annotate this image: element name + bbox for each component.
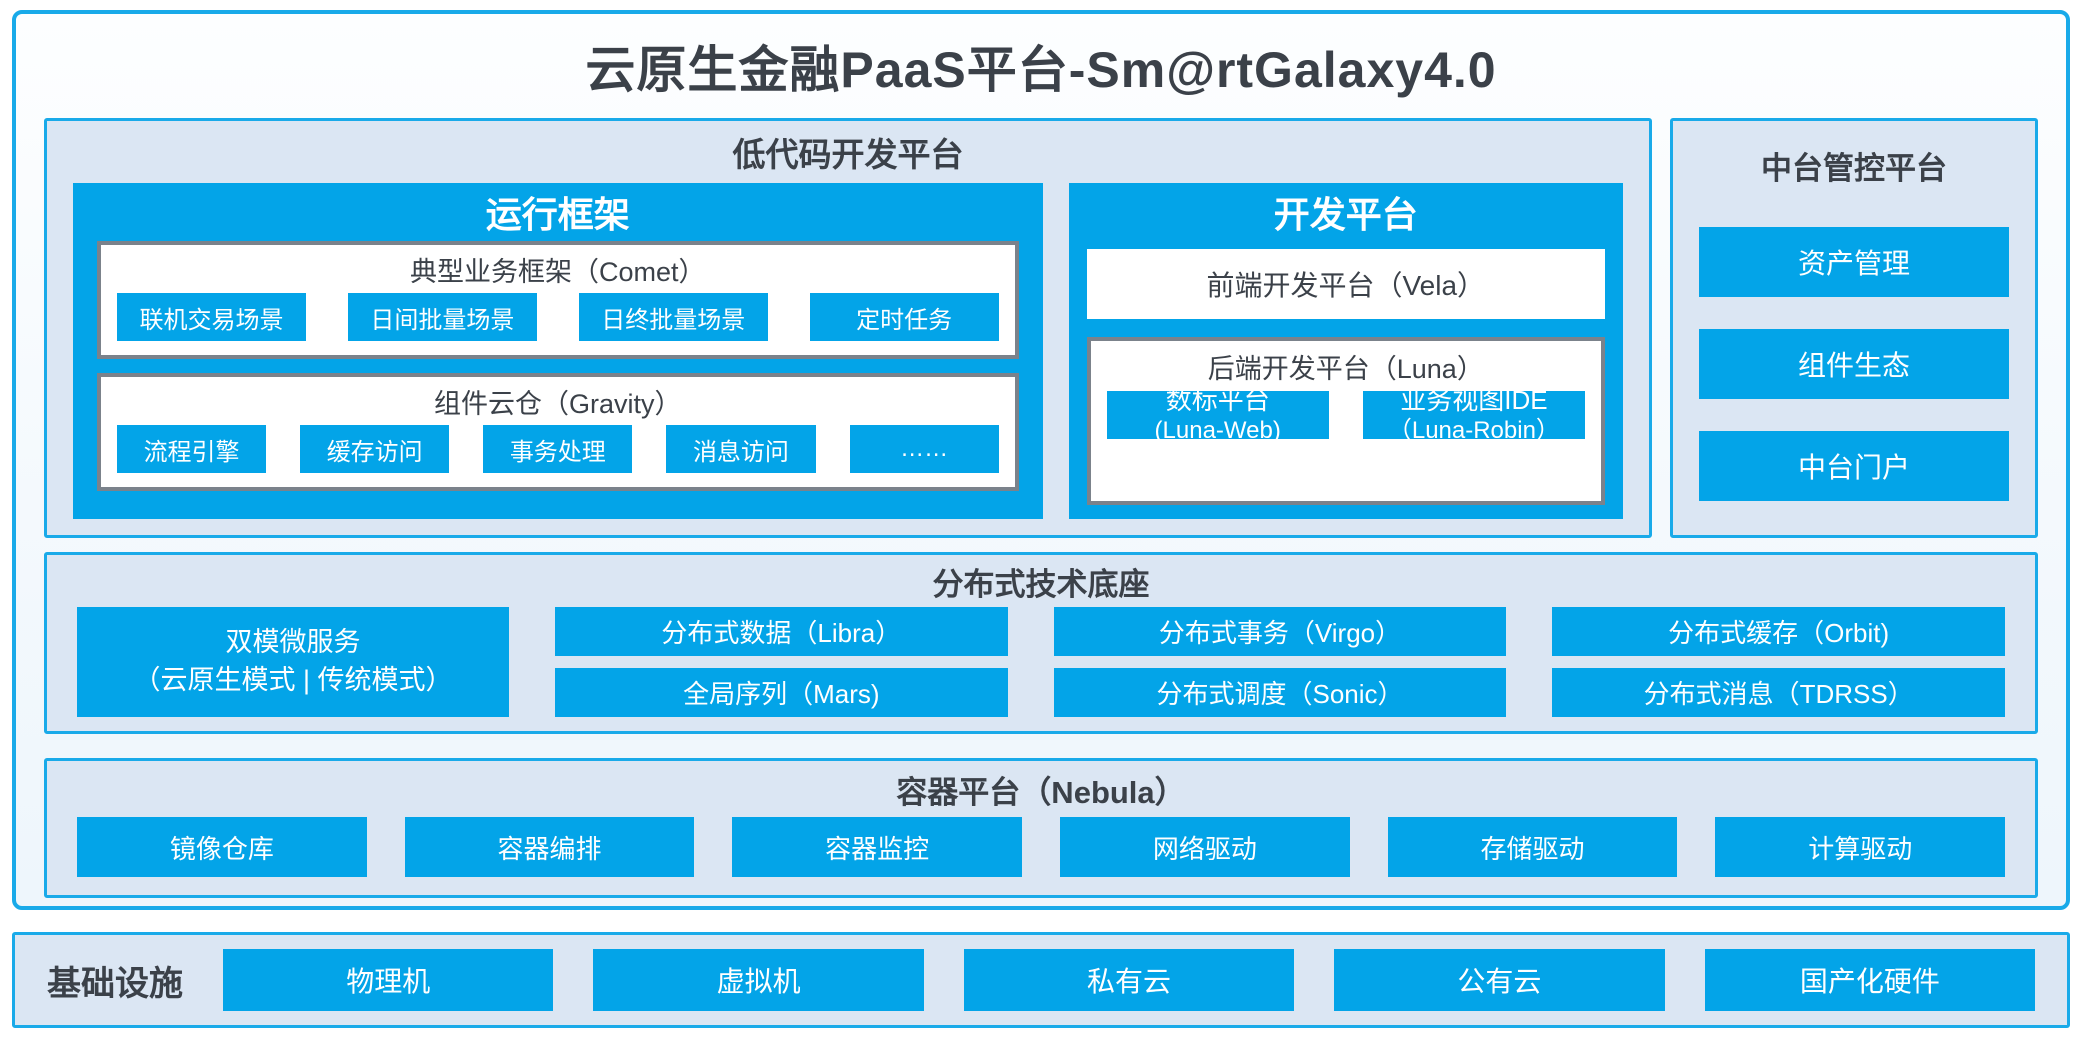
luna-web-label: 数标平台 bbox=[1165, 384, 1270, 415]
comet-item: 日终批量场景 bbox=[578, 293, 768, 341]
luna-web-sublabel: (Luna-Web) bbox=[1154, 417, 1281, 445]
distributed-base-title: 分布式技术底座 bbox=[932, 566, 1150, 602]
gravity-item: 消息访问 bbox=[666, 425, 816, 473]
container-item-orchestration: 容器编排 bbox=[404, 817, 695, 877]
distributed-column: 分布式数据（Libra） 全局序列（Mars) bbox=[555, 607, 1008, 717]
luna-title: 后端开发平台（Luna） bbox=[1207, 353, 1484, 384]
mid-platform-panel: 中台管控平台 资产管理 组件生态 中台门户 bbox=[1670, 118, 2038, 538]
container-item-compute-driver: 计算驱动 bbox=[1715, 817, 2006, 877]
runtime-framework-title: 运行框架 bbox=[485, 194, 630, 235]
luna-box: 后端开发平台（Luna） 数标平台 (Luna-Web) 业务视图IDE （Lu… bbox=[1086, 337, 1605, 505]
distributed-item-tdrss: 分布式消息（TDRSS） bbox=[1552, 668, 2006, 717]
gravity-box: 组件云仓（Gravity） 流程引擎 缓存访问 事务处理 消息访问 …… bbox=[97, 373, 1019, 491]
infrastructure-label: 基础设施 bbox=[47, 964, 183, 1003]
lowcode-body: 运行框架 典型业务框架（Comet） 联机交易场景 日间批量场景 日终批量场景 … bbox=[73, 183, 1623, 535]
luna-robin-sublabel: （Luna-Robin） bbox=[1387, 417, 1560, 445]
comet-item: 日间批量场景 bbox=[347, 293, 537, 341]
dev-platform-title: 开发平台 bbox=[1273, 194, 1418, 235]
infra-item-physical-machine: 物理机 bbox=[223, 949, 554, 1011]
comet-box: 典型业务框架（Comet） 联机交易场景 日间批量场景 日终批量场景 定时任务 bbox=[97, 241, 1019, 359]
gravity-item: 事务处理 bbox=[483, 425, 633, 473]
luna-robin-label: 业务视图IDE bbox=[1400, 384, 1548, 415]
page-title: 云原生金融PaaS平台-Sm@rtGalaxy4.0 bbox=[585, 42, 1497, 98]
dual-mode-label: 双模微服务 bbox=[225, 627, 361, 658]
top-row: 低代码开发平台 运行框架 典型业务框架（Comet） 联机交易场景 日间批量场景… bbox=[44, 118, 2038, 538]
main-container: 云原生金融PaaS平台-Sm@rtGalaxy4.0 低代码开发平台 运行框架 … bbox=[12, 10, 2070, 910]
container-items: 镜像仓库 容器编排 容器监控 网络驱动 存储驱动 计算驱动 bbox=[77, 817, 2006, 877]
distributed-item-orbit: 分布式缓存（Orbit) bbox=[1552, 607, 2006, 656]
container-item-storage-driver: 存储驱动 bbox=[1387, 817, 1678, 877]
mid-platform-item-ecosystem: 组件生态 bbox=[1699, 329, 2009, 399]
infrastructure-panel: 基础设施 物理机 虚拟机 私有云 公有云 国产化硬件 bbox=[12, 932, 2070, 1028]
luna-items: 数标平台 (Luna-Web) 业务视图IDE （Luna-Robin） bbox=[1106, 385, 1585, 487]
infra-item-public-cloud: 公有云 bbox=[1334, 949, 1665, 1011]
gravity-title: 组件云仓（Gravity） bbox=[434, 388, 682, 419]
comet-item: 定时任务 bbox=[809, 293, 999, 341]
mid-platform-item-portal: 中台门户 bbox=[1699, 431, 2009, 501]
distributed-item-libra: 分布式数据（Libra） bbox=[555, 607, 1008, 656]
container-item-network-driver: 网络驱动 bbox=[1060, 817, 1350, 877]
luna-robin-item: 业务视图IDE （Luna-Robin） bbox=[1362, 385, 1585, 444]
gravity-item: 流程引擎 bbox=[117, 425, 267, 473]
dev-platform-panel: 开发平台 前端开发平台（Vela） 后端开发平台（Luna） 数标平台 (Lun… bbox=[1068, 183, 1623, 519]
comet-item: 联机交易场景 bbox=[117, 293, 306, 341]
distributed-body: 双模微服务 （云原生模式 | 传统模式） 分布式数据（Libra） 全局序列（M… bbox=[77, 607, 2006, 717]
mid-platform-item-asset: 资产管理 bbox=[1699, 227, 2009, 297]
infra-item-virtual-machine: 虚拟机 bbox=[593, 949, 924, 1011]
gravity-item-ellipsis: …… bbox=[849, 425, 999, 473]
container-platform-panel: 容器平台（Nebula） 镜像仓库 容器编排 容器监控 网络驱动 存储驱动 计算… bbox=[44, 758, 2038, 898]
lowcode-platform-title: 低代码开发平台 bbox=[732, 136, 964, 173]
comet-items: 联机交易场景 日间批量场景 日终批量场景 定时任务 bbox=[117, 293, 999, 341]
dual-mode-sublabel: （云原生模式 | 传统模式） bbox=[133, 665, 453, 695]
mid-platform-title: 中台管控平台 bbox=[1761, 150, 1947, 186]
container-item-monitoring: 容器监控 bbox=[732, 817, 1023, 877]
container-platform-title: 容器平台（Nebula） bbox=[896, 774, 1186, 810]
dual-mode-microservice-item: 双模微服务 （云原生模式 | 传统模式） bbox=[77, 607, 509, 717]
distributed-item-sonic: 分布式调度（Sonic） bbox=[1053, 668, 1507, 717]
lowcode-platform-panel: 低代码开发平台 运行框架 典型业务框架（Comet） 联机交易场景 日间批量场景… bbox=[44, 118, 1652, 538]
infra-item-private-cloud: 私有云 bbox=[963, 949, 1295, 1011]
distributed-column: 分布式缓存（Orbit) 分布式消息（TDRSS） bbox=[1552, 607, 2006, 717]
runtime-framework-panel: 运行框架 典型业务框架（Comet） 联机交易场景 日间批量场景 日终批量场景 … bbox=[73, 183, 1043, 519]
vela-box: 前端开发平台（Vela） bbox=[1086, 249, 1605, 319]
container-item-registry: 镜像仓库 bbox=[77, 817, 367, 877]
luna-web-item: 数标平台 (Luna-Web) bbox=[1106, 385, 1329, 444]
distributed-item-virgo: 分布式事务（Virgo） bbox=[1053, 607, 1507, 656]
gravity-items: 流程引擎 缓存访问 事务处理 消息访问 …… bbox=[117, 425, 999, 473]
gravity-item: 缓存访问 bbox=[300, 425, 450, 473]
comet-title: 典型业务框架（Comet） bbox=[410, 256, 706, 287]
distributed-column: 分布式事务（Virgo） 分布式调度（Sonic） bbox=[1053, 607, 1507, 717]
infra-item-domestic-hardware: 国产化硬件 bbox=[1704, 949, 2036, 1011]
distributed-item-mars: 全局序列（Mars) bbox=[555, 668, 1008, 717]
distributed-base-panel: 分布式技术底座 双模微服务 （云原生模式 | 传统模式） 分布式数据（Libra… bbox=[44, 552, 2038, 734]
